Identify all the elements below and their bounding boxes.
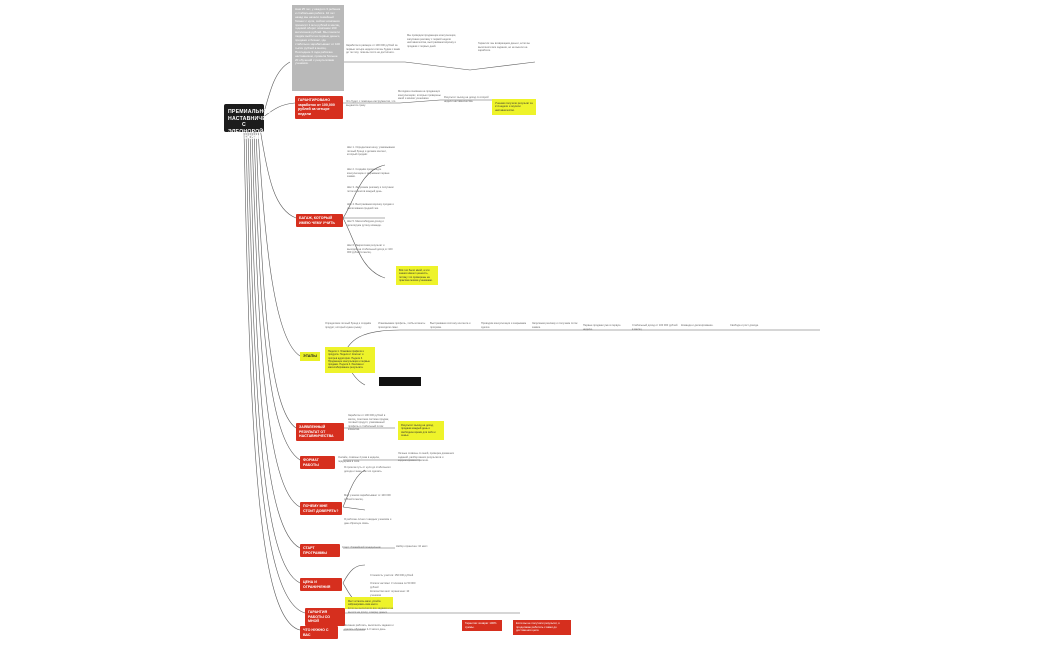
- branch-guarantee-income[interactable]: ГАРАНТИРОВАНО заработок от 100,000 рубле…: [295, 96, 343, 119]
- note-b9-red: Гарантия: возврат 100% суммы.: [462, 620, 502, 632]
- note-b3-7: Стабильный доход от 100 000 рублей в мес…: [632, 324, 678, 331]
- branch-result[interactable]: ЗАЯВЛЕННЫЙ РЕЗУЛЬТАТ ОТ НАСТАВНИЧЕСТВА: [296, 423, 344, 442]
- note-b6-1: Я прошла путь от нуля до стабильного дох…: [344, 466, 391, 473]
- note-b8-2: Оплата частями: 3 платежа по 50 000 рубл…: [370, 582, 416, 589]
- note-b3-3: Выстраиваем систему контента и прогрева.: [430, 322, 471, 329]
- note-b3-1: Определяем личный бренд и создаём продук…: [325, 322, 372, 329]
- note-b8-1: Стоимость участия: 150 000 рублей: [370, 574, 414, 577]
- note-top-1: Заработок в размере от 100 000 рублей за…: [346, 44, 401, 54]
- note-b9-red2: Если вы не получили результат, я продолж…: [513, 620, 571, 635]
- note-b1-3: Результат: выход на доход со второй неде…: [444, 96, 489, 103]
- note-b2-6: Шаг 6. Закрепляем результат и выходим на…: [347, 244, 393, 254]
- note-b2-4: Шаг 4. Выстраиваем воронку продаж и увел…: [347, 203, 394, 210]
- branch-stages[interactable]: ЭТАПЫ: [300, 352, 320, 361]
- note-b4-text: Заработок от 100 000 рублей в месяц, пон…: [348, 414, 389, 431]
- branch-start[interactable]: СТАРТ ПРОГРАММЫ: [300, 544, 340, 558]
- connector-b1: [261, 102, 296, 119]
- connector-b5: [253, 129, 301, 461]
- note-b3-list: Неделя 1. Упаковка профиля и продукта. Н…: [325, 347, 375, 373]
- note-b6-3: Я работаю лично с каждым учеником и даю …: [344, 518, 392, 525]
- note-b6-2: Мои ученики зарабатывают от 100 000 рубл…: [344, 494, 391, 501]
- branch-price[interactable]: ЦЕНА И ОГРАНИЧЕНИЯ: [300, 578, 342, 592]
- note-b7-left: Старт: ближайший понедельник.: [342, 546, 382, 549]
- note-b3-4: Проводим консультации и закрываем сделки…: [481, 322, 527, 329]
- note-b8-highlight: Мест осталось мало, успейте забронироват…: [345, 597, 393, 610]
- note-b2-highlight: Всё это было мной, а эти знания имеют це…: [396, 266, 438, 286]
- branch-baggage[interactable]: БАГАЖ, КОТОРЫЙ ИМЕЮ ЧЕМУ УЧИТЬ: [296, 214, 343, 228]
- note-b2-2: Шаг 2. Создаём продающую консультацию и …: [347, 168, 390, 178]
- connector-b9: [245, 129, 306, 614]
- connector-grey: [261, 61, 291, 121]
- note-b8-3: Количество мест ограничено: 10 учеников: [370, 590, 410, 597]
- note-b2-3: Шаг 3. Запускаем рекламу и получаем пото…: [347, 186, 394, 193]
- note-b1-highlight: Ученики получили результат за 2-4 недели…: [492, 99, 536, 116]
- connector-b3: [257, 129, 301, 357]
- connector-b4: [255, 129, 297, 429]
- note-b3-8: Команда и делегирование.: [681, 324, 714, 327]
- note-b4-highlight: Результат: выход на доход, продажи кажды…: [398, 421, 444, 441]
- note-b9-left: Если вы выполнили все задания и не вышли…: [348, 607, 394, 614]
- connector-b10: [243, 129, 301, 631]
- note-b1-2: Методика основана на продающих консульта…: [398, 90, 441, 100]
- redacted-block: [379, 377, 421, 386]
- connector-b7: [249, 129, 301, 549]
- branch-format[interactable]: ФОРМАТ РАБОТЫ: [300, 456, 335, 470]
- note-b5-left: Онлайн, созвоны 2 раза в неделю, поддерж…: [338, 456, 380, 463]
- note-b1-1: Это будет, с помощью инструментов, что в…: [346, 100, 396, 107]
- branch-guarantee-work[interactable]: ГАРАНТИЯ РАБОТЫ СО МНОЙ: [305, 608, 345, 627]
- note-b3-5: Запускаем рекламу и получаем поток заяво…: [532, 322, 578, 329]
- note-b10: Желание работать, выполнять задания и уд…: [344, 624, 394, 631]
- root-topic[interactable]: ПРЕМИАЛЬНОЕ НАСТАВНИЧЕСТВО С ЭЛЕОНОРОЙ А…: [224, 104, 281, 141]
- intro-note: Нам 25 лет, у каждого 3 ребенка и стабил…: [292, 5, 344, 91]
- note-b3-9: Свобода и рост дохода.: [730, 324, 759, 327]
- note-b3-6: Первые продажи уже в первую неделю.: [583, 324, 621, 331]
- branch-trust[interactable]: ПОЧЕМУ МНЕ СТОИТ ДОВЕРЯТЬ?: [300, 502, 342, 516]
- connector-b8: [247, 129, 301, 584]
- note-b2-5: Шаг 5. Масштабируем доход и делегируем р…: [347, 220, 384, 227]
- note-top-3: Гарантия: мы возвращаем деньги, если вы …: [478, 42, 530, 52]
- note-b7-right: Набор ограничен: 10 мест.: [396, 545, 428, 548]
- connector-b2: [259, 127, 297, 219]
- note-top-2: Мы проводим продающие консультации, запу…: [407, 34, 457, 48]
- note-b5-right: Личные созвоны со мной, проверка домашни…: [398, 452, 455, 462]
- connector-b6: [251, 129, 301, 508]
- branch-requirements[interactable]: ЧТО НУЖНО С ВАС: [300, 626, 338, 640]
- note-b2-1: Шаг 1. Определяем нишу, упаковываем личн…: [347, 146, 395, 156]
- note-b3-2: Упаковываем профиль, чтобы клиенты прихо…: [378, 322, 426, 329]
